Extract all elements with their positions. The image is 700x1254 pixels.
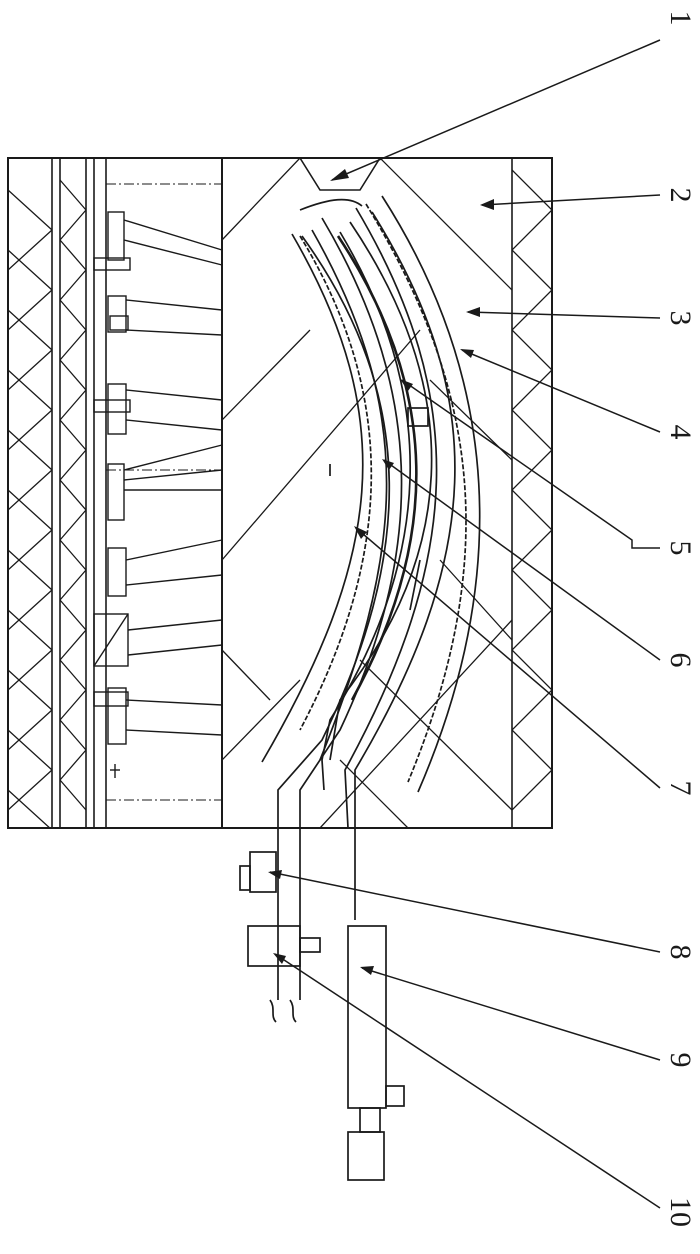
leader-5: [402, 380, 660, 548]
right-band-hatching: [512, 170, 552, 810]
label-1: 1: [664, 11, 697, 26]
label-7: 7: [664, 781, 697, 796]
label-6: 6: [664, 653, 697, 668]
leader-10: [275, 954, 660, 1208]
leader-3: [468, 312, 660, 318]
leader-2: [482, 195, 660, 205]
leader-4: [462, 350, 660, 432]
label-9: 9: [664, 1053, 697, 1068]
label-8: 8: [664, 945, 697, 960]
part-labels: 1 2 3 4 5 6 7 8 9 10: [664, 11, 697, 1228]
label-5: 5: [664, 541, 697, 556]
label-10: 10: [664, 1197, 697, 1227]
leader-6: [384, 460, 660, 660]
label-4: 4: [664, 425, 697, 440]
ejector-pins: [94, 212, 222, 778]
external-components: [240, 852, 404, 1180]
left-band-hatching: [8, 180, 86, 830]
leader-lines: [270, 40, 660, 1208]
leader-8: [270, 872, 660, 952]
label-3: 3: [664, 311, 697, 326]
curved-tube-assembly: [262, 196, 480, 1000]
label-2: 2: [664, 188, 697, 203]
leader-7: [356, 528, 660, 788]
leader-9: [362, 968, 660, 1060]
